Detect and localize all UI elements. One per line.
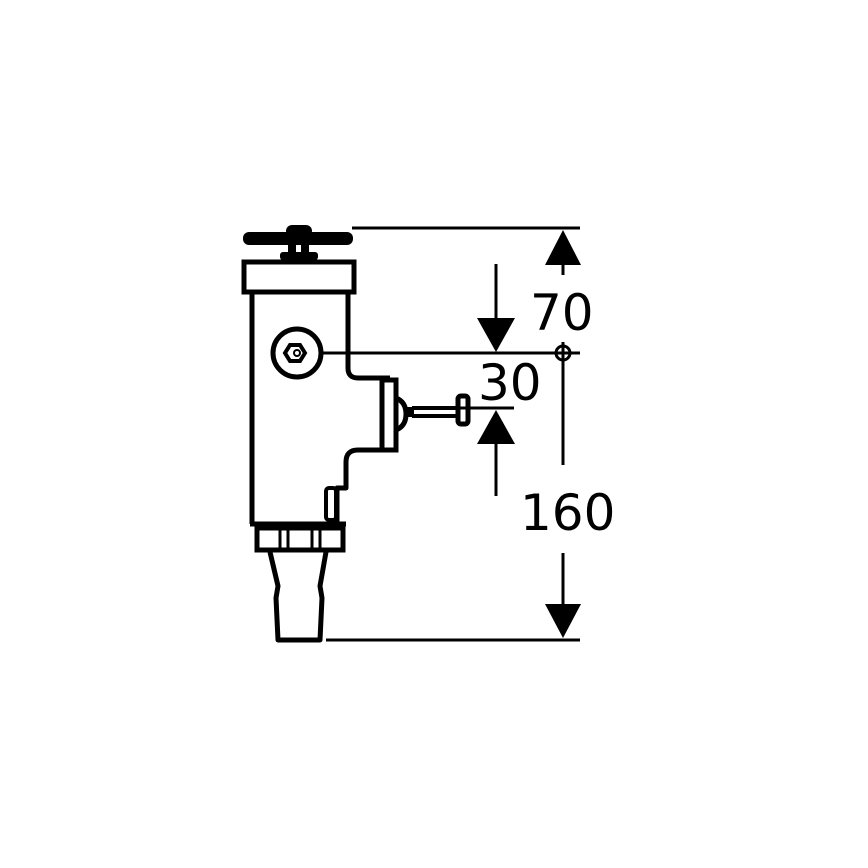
- dimension-30-upper-arrow: [477, 264, 515, 352]
- dimension-30: 30: [477, 354, 542, 496]
- outlet-tube: [267, 551, 329, 643]
- dimension-160: 160: [520, 484, 615, 638]
- lower-tab: [324, 486, 338, 522]
- extension-lines: [320, 226, 580, 642]
- dimension-label-160: 160: [520, 484, 615, 542]
- coupling-nut: [254, 525, 346, 553]
- dimension-label-70: 70: [530, 284, 594, 342]
- centerline-marker-icon: [554, 342, 572, 465]
- valve-body: [249, 292, 390, 527]
- inlet-port: [270, 326, 324, 380]
- push-button-assembly: [379, 377, 471, 453]
- dimension-70: 70: [530, 230, 594, 342]
- valve-handle: [243, 225, 353, 260]
- valve-cap: [241, 259, 357, 295]
- dimension-label-30: 30: [478, 354, 542, 412]
